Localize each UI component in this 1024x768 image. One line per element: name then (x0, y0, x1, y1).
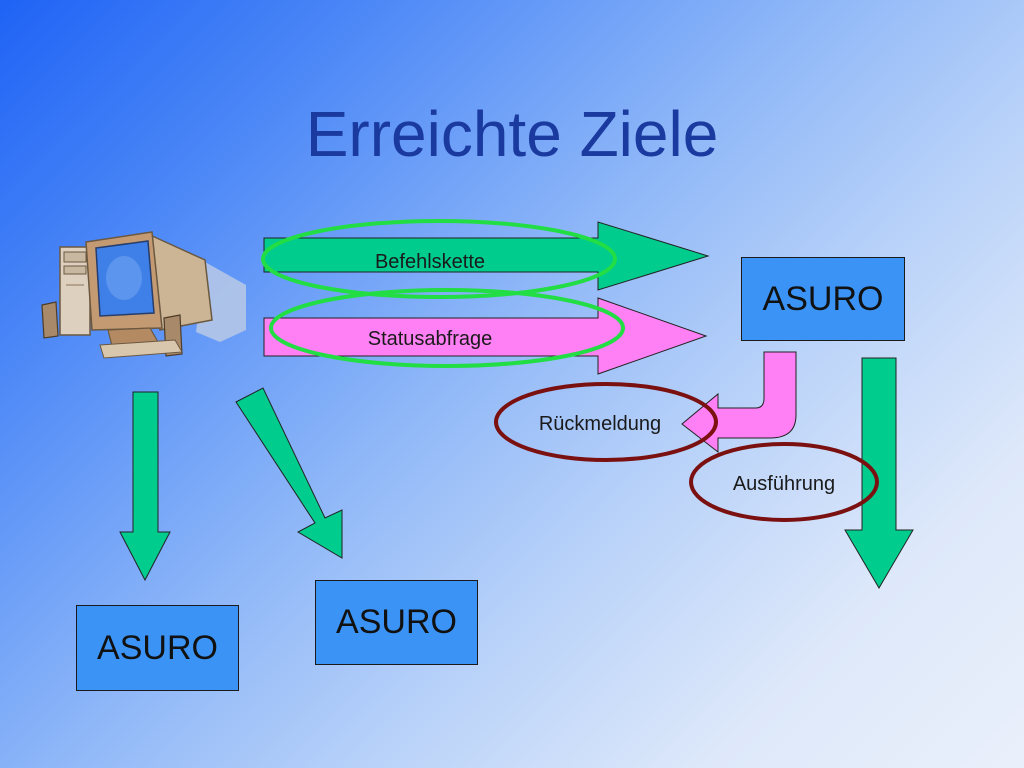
asuro-label: ASURO (762, 279, 884, 318)
feedback-ellipse (494, 382, 718, 462)
status-query-highlight-ellipse (269, 288, 625, 368)
feedback-label: Rückmeldung (539, 413, 661, 435)
asuro-box-bottom-middle: ASURO (315, 580, 478, 665)
command-chain-highlight-ellipse (261, 219, 617, 299)
execution-label: Ausführung (733, 473, 835, 495)
left-down-arrow (119, 391, 171, 582)
status-query-label: Statusabfrage (368, 328, 493, 350)
diagonal-down-arrow (235, 387, 343, 559)
asuro-label: ASURO (336, 603, 457, 641)
asuro-box-bottom-left: ASURO (76, 605, 239, 691)
asuro-label: ASURO (97, 628, 218, 667)
feedback-arrow (681, 351, 797, 454)
asuro-box-top-right: ASURO (741, 257, 905, 341)
command-chain-label: Befehlskette (375, 251, 485, 273)
command-chain-arrow (263, 221, 710, 291)
execution-arrow (844, 357, 914, 589)
computer-icon (41, 231, 246, 359)
slide-title: Erreichte Ziele (305, 98, 719, 170)
execution-ellipse (689, 442, 879, 522)
